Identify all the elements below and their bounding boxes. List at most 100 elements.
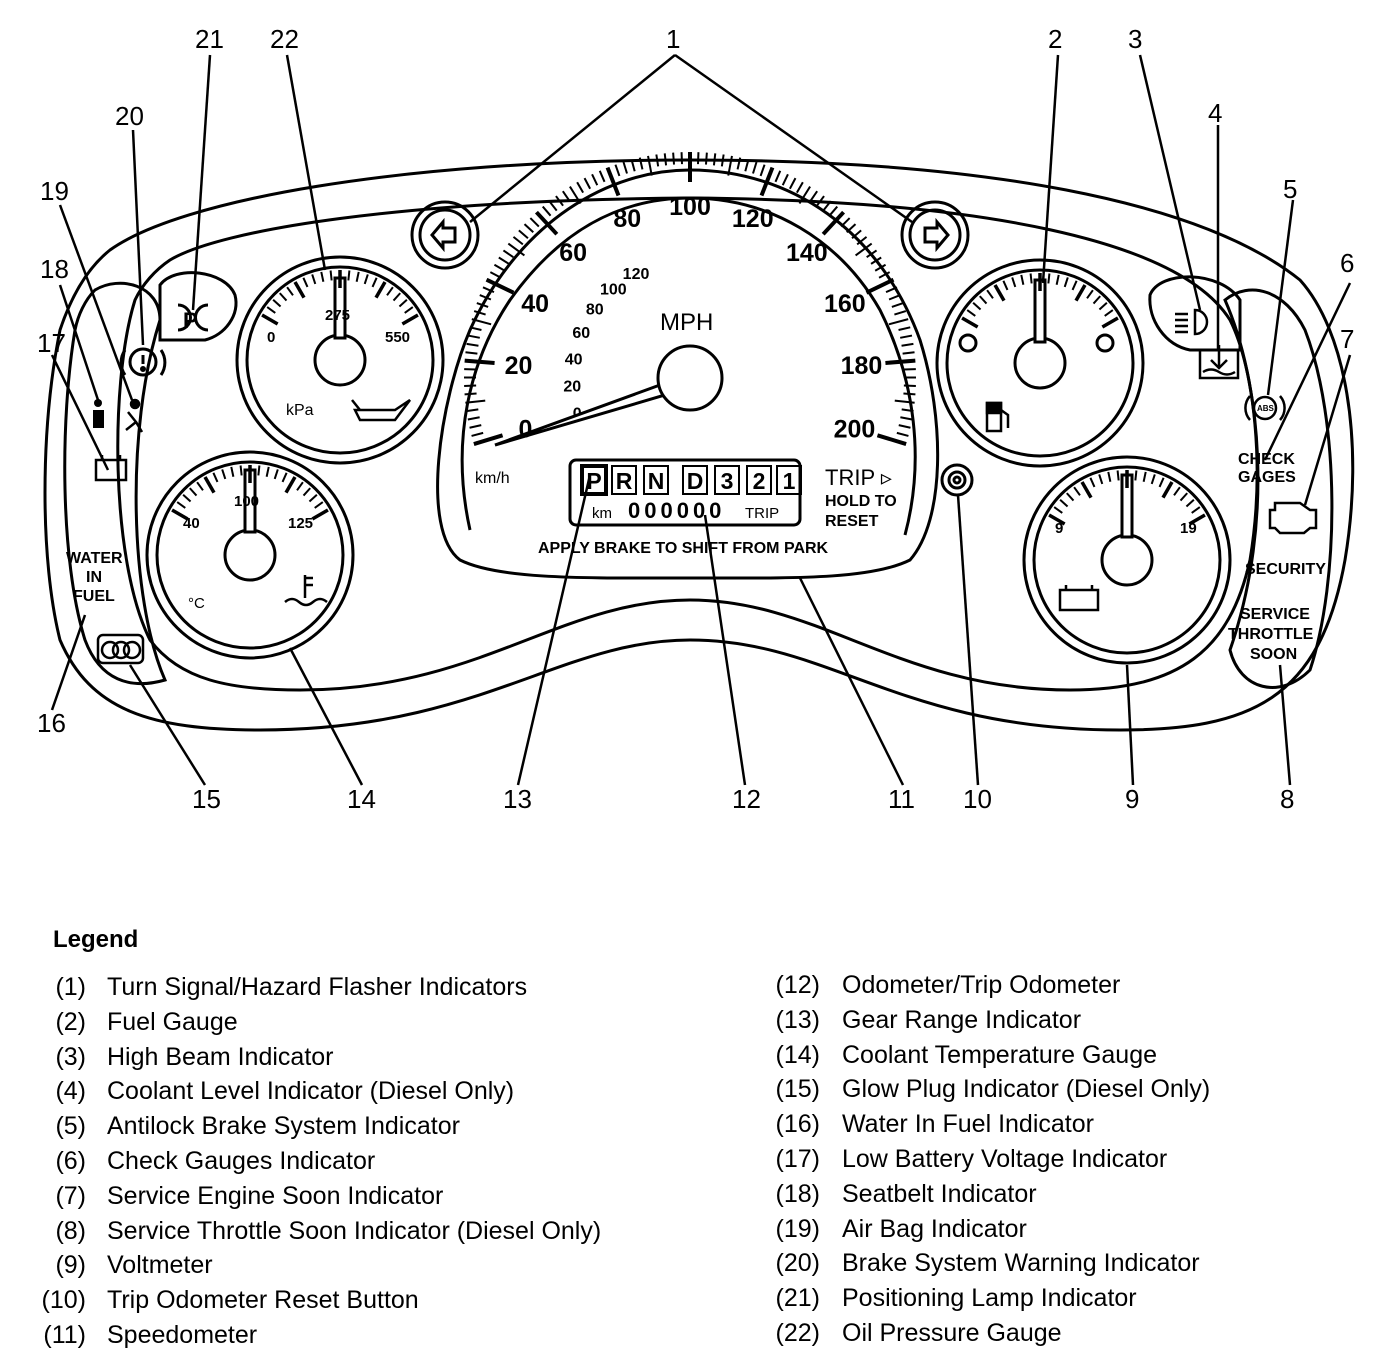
left-indicator-pod	[63, 281, 168, 686]
mph-tick-label: 20	[505, 352, 533, 380]
gauge-tick	[1101, 316, 1119, 329]
speedometer-tick	[894, 399, 915, 404]
water-in-fuel-line3: FUEL	[73, 588, 115, 605]
speedometer-tick	[865, 277, 895, 295]
water-in-fuel-line1: WATER	[66, 550, 123, 567]
gauge-tick	[374, 281, 387, 299]
speedometer-tick	[507, 242, 526, 257]
legend-item-text: Air Bag Indicator	[842, 1214, 1027, 1243]
gauge-tick	[392, 292, 401, 302]
voltmeter-min-label: 9	[1055, 520, 1063, 537]
left-turn-signal-icon	[410, 200, 480, 270]
gauge-tick	[1191, 506, 1201, 514]
gauge-tick	[1092, 295, 1101, 305]
mph-tick-label: 60	[559, 239, 587, 267]
legend-item-number: (9)	[55, 1251, 86, 1280]
speedometer-tick	[465, 399, 486, 404]
gauge-tick	[1107, 471, 1112, 482]
speedometer-tick	[485, 277, 515, 295]
legend-item-number: (7)	[55, 1181, 86, 1210]
speedometer-tick	[523, 223, 534, 234]
service-throttle-line1: SERVICE	[1240, 606, 1310, 623]
fuel-pump-icon	[985, 401, 1010, 433]
legend-item-text: Service Throttle Soon Indicator (Diesel …	[107, 1216, 602, 1245]
gauge-tick	[293, 281, 306, 299]
speedometer-tick	[548, 200, 558, 212]
gauge-tick	[401, 313, 419, 326]
gear-letter: P	[586, 468, 601, 494]
gauge-tick	[404, 306, 414, 314]
callout-4: 4	[1208, 98, 1222, 128]
oil-pressure-gauge	[235, 255, 445, 465]
gauge-tick	[972, 302, 982, 311]
mph-label: MPH	[660, 309, 713, 336]
speedometer-tick	[828, 205, 839, 217]
legend-item-number: (4)	[55, 1077, 86, 1106]
gear-box	[611, 465, 637, 495]
speedometer-tick	[614, 164, 621, 177]
gauge-tick	[314, 501, 324, 509]
speedometer-tick	[736, 157, 742, 170]
gauge-tick	[1020, 274, 1025, 285]
gauge-tick	[1098, 474, 1104, 485]
speedometer-tick	[888, 294, 901, 301]
gauge-tick	[1104, 309, 1114, 317]
legend-item-text: Brake System Warning Indicator	[842, 1249, 1200, 1278]
gauge-tick	[203, 476, 216, 494]
legend-item-text: High Beam Indicator	[107, 1042, 334, 1071]
legend-item-number: (3)	[55, 1042, 86, 1071]
gauge-tick	[1074, 284, 1087, 302]
legend-item-number: (16)	[775, 1110, 820, 1139]
speedometer-tick	[891, 302, 904, 308]
speedometer-tick	[759, 166, 775, 197]
gear-letter: 1	[783, 468, 796, 494]
gauge-tick	[966, 309, 976, 317]
speedometer-tick	[466, 342, 479, 347]
speedometer-tick	[796, 181, 804, 194]
gauge-tick	[171, 508, 189, 521]
glow-plug-icon	[96, 633, 145, 665]
right-upper-pod	[1148, 275, 1242, 352]
instrument-cluster-diagram: 0204060801001201401601802000204060801001…	[37, 24, 1354, 814]
speedometer-tick	[498, 256, 510, 265]
gauge-tick	[1098, 302, 1108, 311]
speedometer-tick	[846, 223, 857, 234]
legend-item-text: Speedometer	[107, 1321, 258, 1349]
callout-5: 5	[1283, 174, 1297, 204]
legend-item-number: (18)	[775, 1179, 820, 1208]
speedometer-tick	[493, 263, 506, 272]
gauge-tick	[1053, 506, 1063, 514]
gauge-tick	[302, 487, 311, 497]
legend-item-number: (21)	[775, 1284, 820, 1313]
speedometer-tick	[591, 173, 599, 186]
oil-max-label: 550	[385, 329, 410, 346]
gauge-tick	[1173, 486, 1181, 496]
callout-21: 21	[195, 24, 224, 54]
gear-box	[580, 464, 608, 496]
speedometer-tick	[809, 190, 818, 202]
speedometer-tick	[894, 310, 907, 316]
legend-item-text: Low Battery Voltage Indicator	[842, 1145, 1168, 1173]
check-gages-line2: GAGES	[1238, 469, 1296, 486]
speedometer-labels: 0204060801001201401601802000204060801001…	[505, 193, 883, 443]
legend-item-number: (22)	[775, 1319, 820, 1347]
speedometer-tick	[720, 154, 725, 167]
leader-lines	[50, 53, 1352, 786]
speedometer-tick	[473, 310, 486, 316]
speedometer-tick	[512, 236, 524, 246]
speedometer-tick	[704, 152, 708, 165]
oil-min-label: 0	[267, 329, 275, 346]
trip-reset-button[interactable]	[940, 463, 974, 497]
gauge-tick	[272, 299, 282, 308]
speedometer-tick	[866, 249, 878, 259]
trip-hold-label: HOLD TO	[825, 493, 897, 510]
gauge-tick	[1185, 499, 1195, 508]
gauge-tick	[329, 270, 333, 281]
gauge-tick	[1161, 481, 1174, 499]
speedometer-tick	[878, 271, 891, 279]
legend-item-number: (15)	[775, 1075, 820, 1104]
speedometer-housing	[436, 168, 940, 580]
gear-box	[682, 465, 708, 495]
legend-item-number: (17)	[775, 1145, 820, 1173]
kmh-tick-label: 60	[572, 325, 590, 342]
